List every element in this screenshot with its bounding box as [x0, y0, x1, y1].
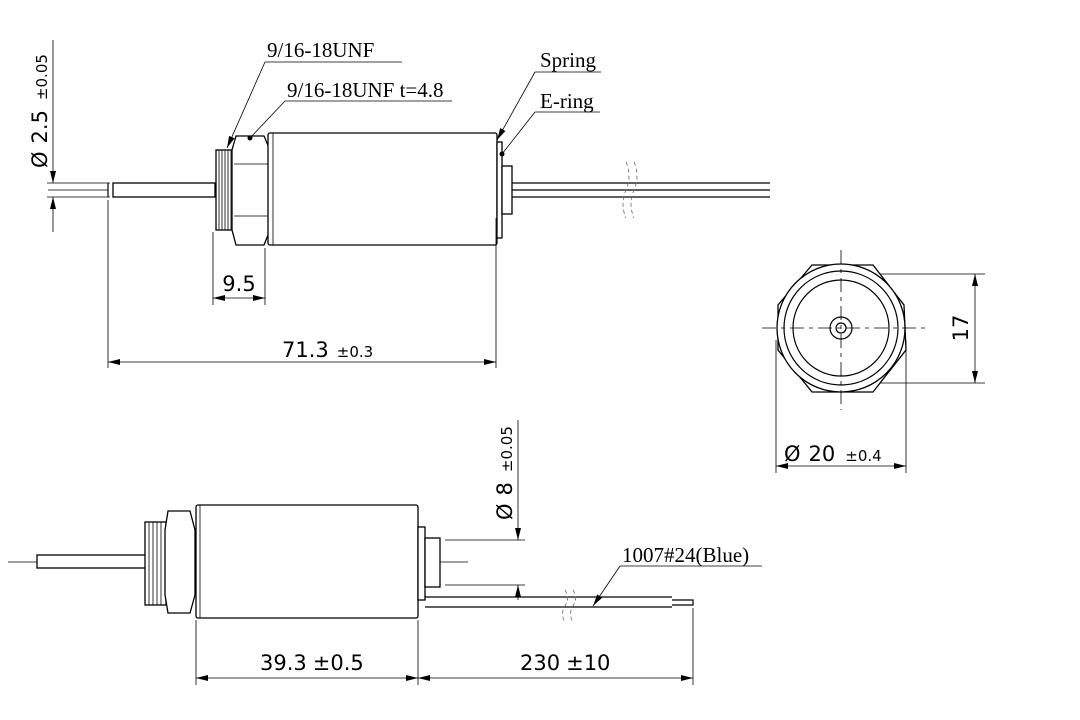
- hex-nut: [164, 510, 196, 614]
- diameter-symbol: Ø: [28, 151, 52, 168]
- lead-wire: [425, 589, 694, 623]
- boss: [424, 537, 441, 588]
- dim-total-length: 71.3 ±0.3: [107, 200, 497, 368]
- dim-value: 9.5: [222, 272, 255, 296]
- callout-label: 9/16-18UNF: [267, 38, 374, 62]
- svg-text:Ø 20 ±0.4: Ø 20 ±0.4: [784, 442, 882, 466]
- dim-tolerance: ±0.5: [313, 651, 364, 675]
- svg-text:Ø 2.5 ±0.05: Ø 2.5 ±0.05: [28, 54, 52, 168]
- dim-shaft-diameter: Ø 2.5 ±0.05: [28, 40, 110, 232]
- diameter-symbol: Ø: [784, 442, 801, 466]
- callout-e-ring: E-ring: [499, 89, 600, 157]
- dim-body-length: 39.3 ±0.5: [195, 620, 419, 685]
- dim-value: 17: [949, 315, 973, 342]
- dim-boss-diameter: Ø 8 ±0.05: [445, 420, 525, 600]
- bottom-view: Ø 8 ±0.05 1007#24(Blue) 39.3 ±0.5 230: [8, 420, 762, 685]
- dim-tolerance: ±0.3: [337, 343, 373, 361]
- thread: [215, 149, 234, 231]
- dim-value: 71.3: [282, 338, 329, 362]
- svg-text:230 ±10: 230 ±10: [520, 651, 610, 675]
- solenoid-body: [195, 504, 419, 619]
- callout-nut: 9/16-18UNF t=4.8: [247, 78, 452, 141]
- e-ring: [496, 141, 503, 239]
- svg-text:Ø 8 ±0.05: Ø 8 ±0.05: [493, 426, 517, 520]
- solenoid-body: [267, 132, 498, 246]
- end-view: 17 Ø 20 ±0.4: [762, 250, 985, 473]
- plunger-shaft: [112, 182, 216, 198]
- dim-hex-flat: 17: [880, 273, 985, 384]
- dim-value: 8: [493, 482, 517, 495]
- boss: [501, 165, 513, 215]
- callout-spring: Spring: [496, 48, 601, 141]
- lead-wires: [512, 161, 770, 219]
- callout-label: E-ring: [540, 89, 594, 113]
- callout-thread: 9/16-18UNF: [226, 38, 402, 149]
- svg-text:71.3 ±0.3: 71.3 ±0.3: [282, 338, 373, 362]
- dim-outer-diameter: Ø 20 ±0.4: [775, 340, 907, 473]
- dim-value: 230: [520, 651, 560, 675]
- callout-wire: 1007#24(Blue): [592, 543, 762, 607]
- svg-text:39.3 ±0.5: 39.3 ±0.5: [260, 651, 364, 675]
- callout-label: 1007#24(Blue): [622, 543, 749, 567]
- dim-tolerance: ±0.05: [498, 426, 516, 472]
- dim-thread-length: 9.5: [212, 232, 266, 305]
- hex-nut: [231, 135, 271, 246]
- thread: [144, 521, 167, 606]
- e-ring: [417, 526, 426, 601]
- dim-tolerance: ±0.05: [33, 54, 51, 100]
- dim-tolerance: ±10: [566, 651, 610, 675]
- diameter-symbol: Ø: [493, 503, 517, 520]
- callout-label: 9/16-18UNF t=4.8: [287, 78, 444, 102]
- dim-value: 20: [809, 442, 836, 466]
- callout-label: Spring: [540, 48, 597, 72]
- plunger-shaft: [36, 554, 148, 569]
- top-view: Ø 2.5 ±0.05 9.5 71.3 ±0.3 9/16-18UNF: [28, 38, 770, 368]
- dim-value: 39.3: [260, 651, 307, 675]
- dim-wire-length: 230 ±10: [418, 608, 694, 685]
- dim-tolerance: ±0.4: [845, 447, 881, 465]
- dim-value: 2.5: [28, 110, 52, 143]
